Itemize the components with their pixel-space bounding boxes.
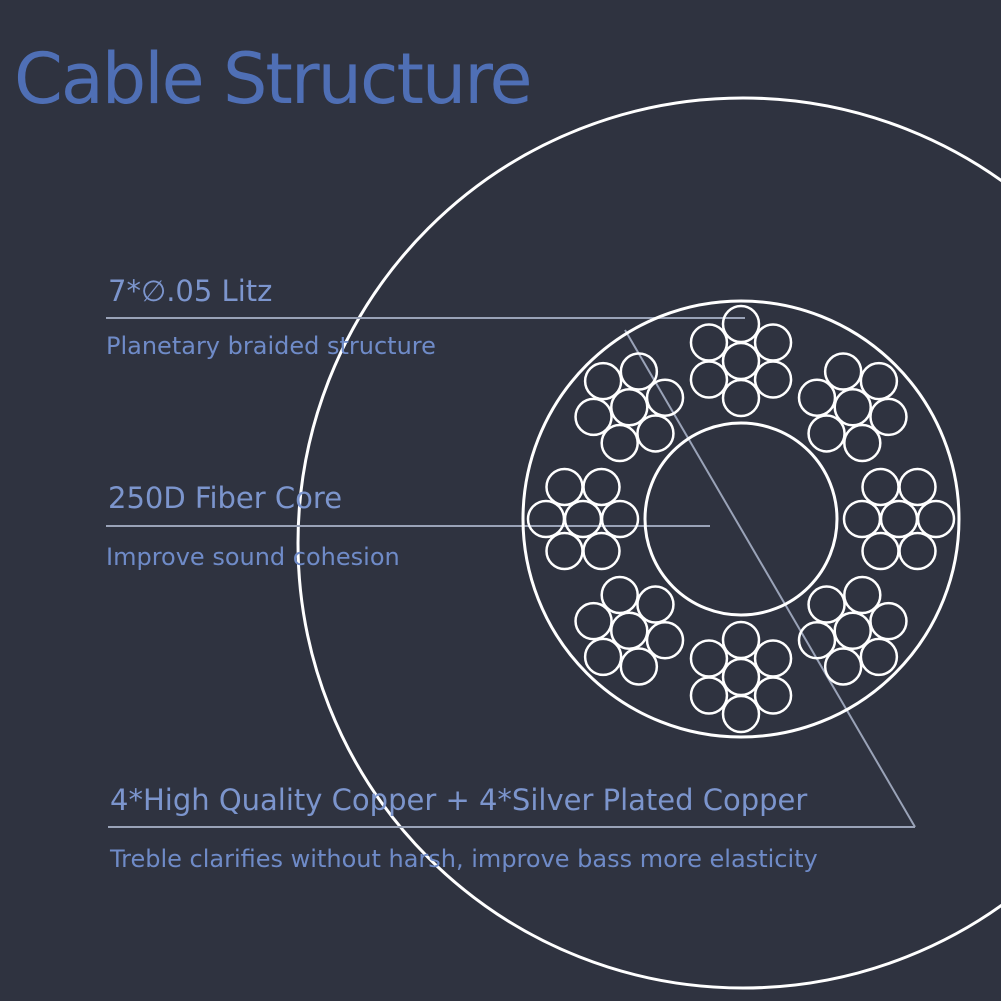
copper-label: 4*High Quality Copper + 4*Silver Plated … xyxy=(110,783,808,817)
strand-circle xyxy=(861,531,900,571)
strand-circle xyxy=(545,531,584,571)
strand-circle xyxy=(689,323,729,362)
strand-bundle xyxy=(689,304,793,418)
strand-circle xyxy=(898,467,937,507)
strand-bundle xyxy=(689,620,793,734)
strand-circle xyxy=(689,676,729,715)
strand-circle xyxy=(898,531,937,571)
strand-circle xyxy=(869,397,908,437)
strand-bundle xyxy=(797,352,908,463)
leader-lines xyxy=(106,317,916,828)
strand-circle xyxy=(859,637,899,677)
strand-circle xyxy=(807,585,846,624)
strand-circle xyxy=(797,621,837,660)
strand-circle xyxy=(861,467,900,507)
strand-circle xyxy=(610,388,649,427)
strand-circle xyxy=(574,397,613,437)
strand-circle xyxy=(689,360,729,399)
strand-circle xyxy=(823,647,863,686)
strand-circle xyxy=(721,657,761,697)
strand-circle xyxy=(582,467,621,507)
strand-circle xyxy=(753,676,793,715)
strand-circle xyxy=(583,361,623,401)
strand-circle xyxy=(600,423,639,463)
strand-circle xyxy=(869,601,908,641)
outer-jacket-ring xyxy=(296,96,1001,990)
strand-circle xyxy=(721,620,761,660)
strand-circle xyxy=(859,361,899,401)
strand-circle xyxy=(807,414,846,453)
cable-outer-boundary xyxy=(521,299,961,739)
strand-circle xyxy=(721,304,761,344)
strand-circle xyxy=(610,611,649,650)
strand-circle xyxy=(916,499,956,539)
strand-circle xyxy=(843,423,882,463)
strand-circle xyxy=(721,378,761,418)
strand-circle xyxy=(843,575,882,615)
fiber-core-label: 250D Fiber Core xyxy=(108,481,343,515)
page-title: Cable Structure xyxy=(14,38,533,120)
strand-circle xyxy=(753,323,793,362)
litz-description: Planetary braided structure xyxy=(106,332,436,360)
strand-circle xyxy=(823,352,863,391)
strand-bundle xyxy=(842,467,956,571)
strand-bundle xyxy=(574,575,685,686)
outer-jacket-ring-group xyxy=(296,96,1001,990)
strand-circle xyxy=(645,621,685,660)
strand-circle xyxy=(833,388,872,427)
strand-circle xyxy=(721,341,761,381)
fiber-core-description: Improve sound cohesion xyxy=(106,543,400,571)
strand-circle xyxy=(842,499,882,539)
strand-circle xyxy=(545,467,584,507)
strand-circle xyxy=(797,378,837,417)
copper-description: Treble clarifies without harsh, improve … xyxy=(110,845,818,873)
strand-circle xyxy=(753,360,793,399)
strand-circle xyxy=(563,499,603,539)
strand-circle xyxy=(574,601,613,641)
strand-circle xyxy=(721,694,761,734)
strand-circle xyxy=(753,639,793,678)
strand-bundle xyxy=(526,467,640,571)
litz-label: 7*∅.05 Litz xyxy=(108,274,273,308)
strand-circle xyxy=(600,499,640,539)
strand-circle xyxy=(600,575,639,615)
cable-cross-section xyxy=(521,299,961,739)
strand-circle xyxy=(689,639,729,678)
strand-circle xyxy=(583,637,623,677)
strand-circle xyxy=(636,585,675,624)
strand-circle xyxy=(645,378,685,417)
fiber-core-circle xyxy=(643,421,839,617)
strand-circle xyxy=(619,647,659,686)
strand-bundle xyxy=(574,352,685,463)
strand-circle xyxy=(833,611,872,650)
strand-bundle xyxy=(797,575,908,686)
strand-circle xyxy=(619,352,659,391)
strand-circle xyxy=(526,499,566,539)
strand-circle xyxy=(879,499,919,539)
strand-circle xyxy=(582,531,621,571)
strand-circle xyxy=(636,414,675,453)
